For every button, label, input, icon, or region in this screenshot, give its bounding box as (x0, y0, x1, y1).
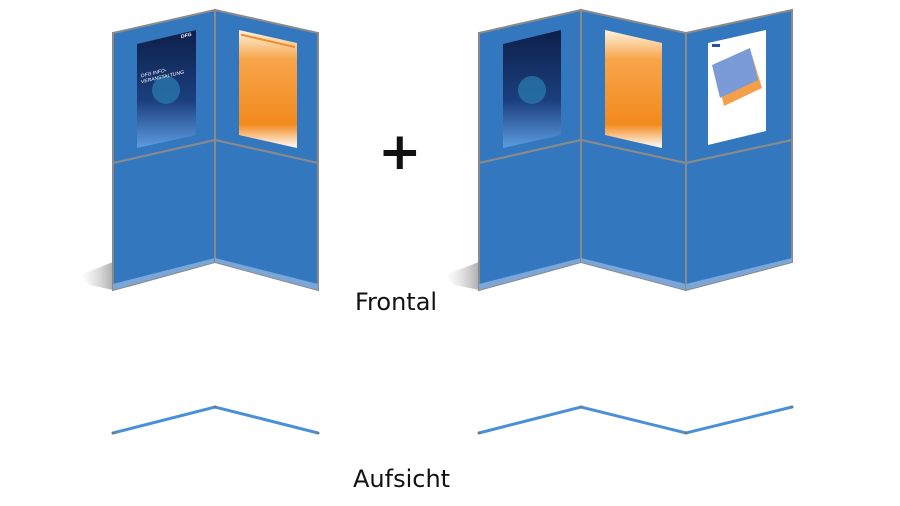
panel-1-lower (478, 138, 582, 292)
topview-left (111, 405, 320, 435)
svg-text:DFG INFO-: DFG INFO- (141, 68, 167, 80)
plus-sign: + (378, 122, 422, 182)
panel-2-lower (580, 138, 687, 292)
poster-forschen (239, 30, 297, 148)
poster-forschen (605, 30, 662, 148)
panel-3-lower (685, 138, 793, 292)
panel-2-lower (214, 138, 319, 292)
poster-dfg (503, 30, 561, 148)
topview-right (477, 405, 794, 435)
poster-einladung (708, 30, 766, 145)
floor-shadow (445, 262, 479, 290)
panel-1-lower (112, 138, 216, 292)
svg-text:DFG: DFG (181, 32, 192, 40)
label-frontal: Frontal (355, 288, 438, 316)
floor-shadow (80, 262, 113, 290)
stand-right (445, 8, 793, 292)
poster-dfg: DFG DFG INFO- VERANSTALTUNG (137, 30, 196, 148)
label-aufsicht: Aufsicht (353, 465, 451, 493)
panel-1-base (113, 258, 215, 290)
panel-2-base (215, 258, 318, 290)
stand-left: DFG DFG INFO- VERANSTALTUNG (80, 8, 319, 292)
